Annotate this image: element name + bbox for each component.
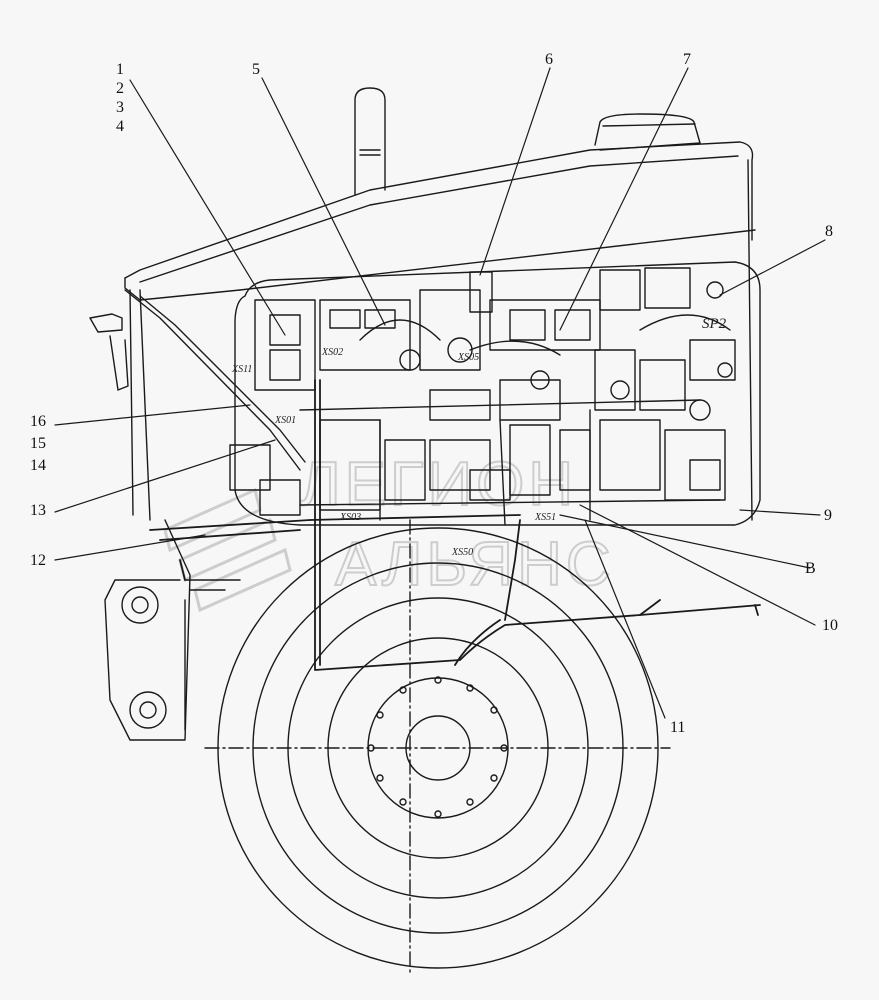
leader-lines	[54, 67, 826, 719]
callout-3: 3	[116, 99, 124, 116]
callout-6: 6	[545, 51, 553, 68]
callout-12: 12	[30, 552, 46, 569]
callout-5: 5	[252, 61, 260, 78]
wheel-bolts	[367, 676, 508, 818]
callout-11: 11	[670, 719, 685, 736]
wiring-harness	[149, 379, 761, 671]
callout-15: 15	[30, 435, 46, 452]
label-xs50: XS50	[451, 547, 473, 558]
callout-8: 8	[825, 223, 833, 240]
callout-7: 7	[683, 51, 691, 68]
callout-16: 16	[30, 413, 46, 430]
label-xs05: XS05	[457, 352, 479, 363]
callout-4: 4	[116, 118, 124, 135]
callouts: 1 2 3 4 5 6 7 8 9 10 11 12 13 14 15 16 B	[30, 51, 838, 736]
callout-13: 13	[30, 502, 46, 519]
callout-10: 10	[822, 617, 838, 634]
chassis-frame	[104, 519, 241, 741]
callout-b: B	[805, 560, 816, 577]
label-xs01: XS01	[274, 415, 296, 426]
exhaust-pipe	[354, 87, 386, 196]
label-xs03: XS03	[339, 512, 361, 523]
label-xs11: XS11	[231, 364, 252, 375]
label-xs02: XS02	[321, 347, 343, 358]
callout-14: 14	[30, 457, 46, 474]
watermark: ЛЕГИОН АЛЬЯНС	[163, 449, 615, 613]
front-wheel	[204, 519, 671, 976]
callout-1: 1	[116, 61, 124, 78]
label-xs51: XS51	[534, 512, 556, 523]
callout-9: 9	[824, 507, 832, 524]
label-sp2: SP2	[702, 316, 727, 332]
watermark-line1: ЛЕГИОН	[300, 450, 577, 519]
watermark-logo	[163, 487, 292, 613]
component-labels: SP2 XS01 XS02 XS03 XS11 XS05 XS50 XS51	[231, 316, 727, 558]
hood	[124, 141, 756, 521]
callout-2: 2	[116, 80, 124, 97]
front-light	[89, 313, 129, 391]
drawing	[54, 67, 826, 976]
watermark-line2: АЛЬЯНС	[335, 530, 615, 599]
